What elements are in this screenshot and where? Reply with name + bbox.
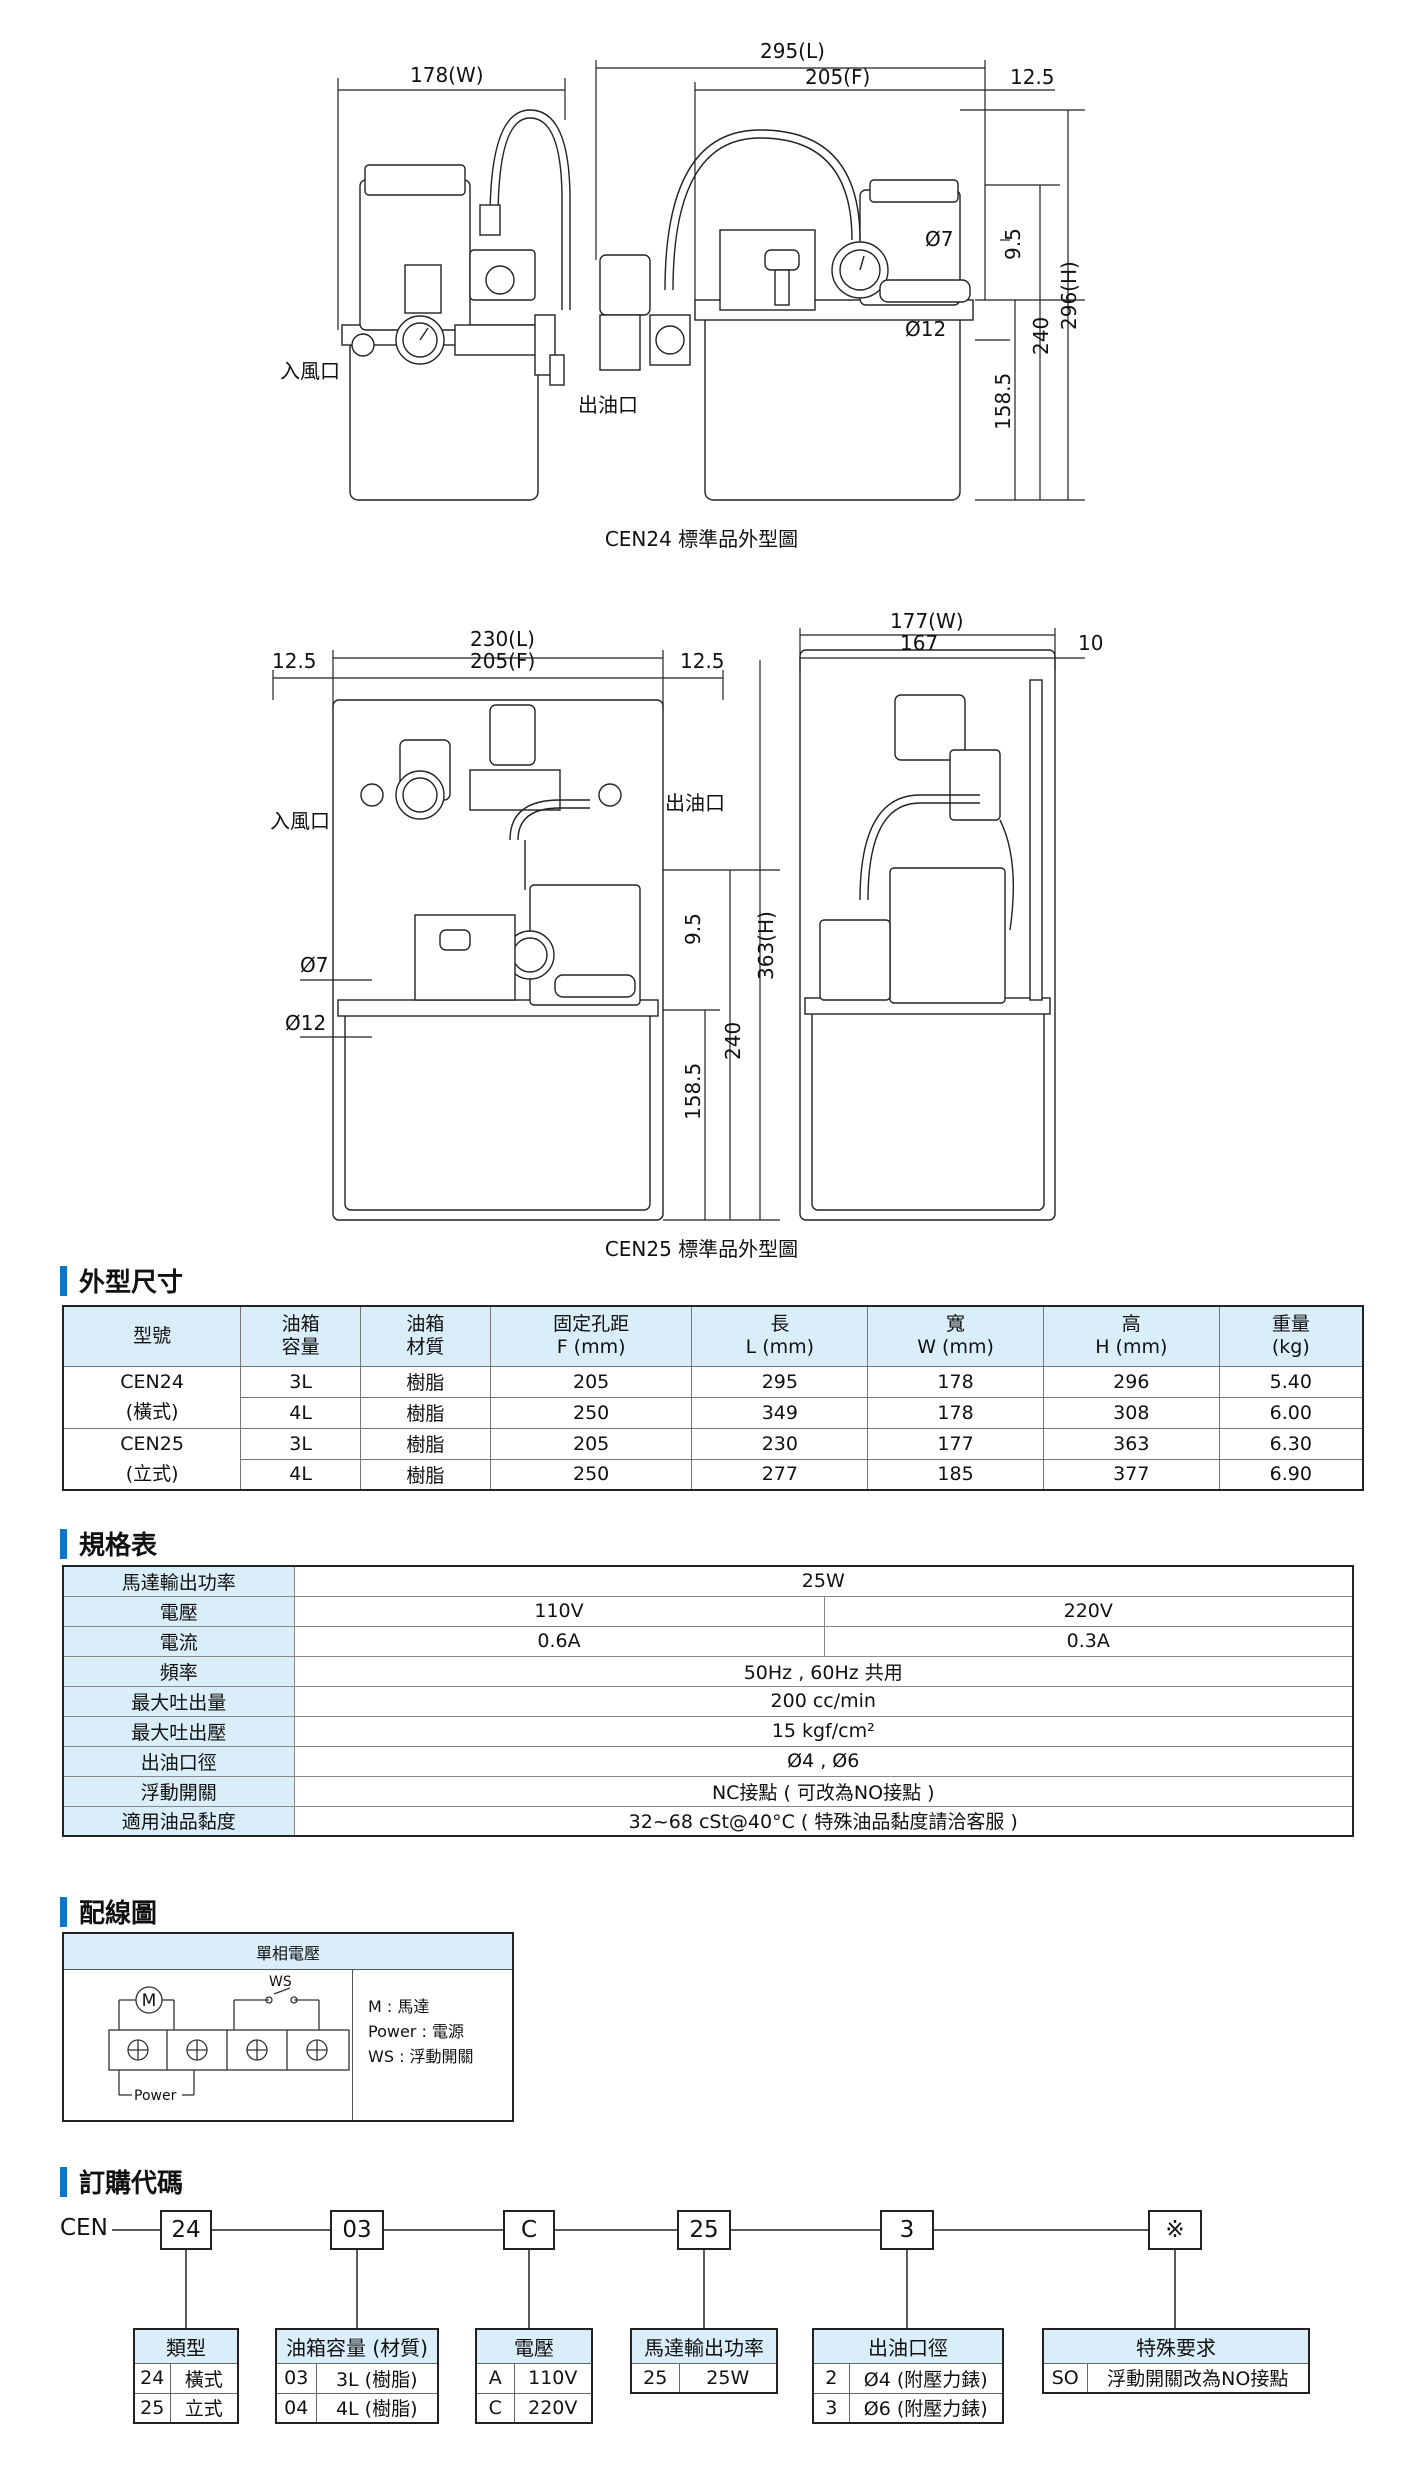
- cen24-inlet-label: 入風口: [280, 359, 340, 383]
- order-code-power: 25: [677, 2210, 731, 2250]
- order-code-tank: 03: [330, 2210, 384, 2250]
- order-prefix: CEN: [60, 2215, 108, 2241]
- cen25-inlet-label: 入風口: [270, 809, 330, 833]
- motor-symbol: M: [142, 1991, 157, 2011]
- cen24-h95-dim: 9.5: [1001, 228, 1025, 260]
- cen24-f-dim: 205(F): [805, 65, 870, 89]
- cen25-h95-dim: 9.5: [681, 913, 705, 945]
- wiring-diagram: 單相電壓 M W: [62, 1932, 514, 2122]
- order-code-port: 3: [880, 2210, 934, 2250]
- power-symbol: Power: [134, 2088, 177, 2104]
- order-section-title: 訂購代碼: [60, 2163, 183, 2200]
- cen24-h158-dim: 158.5: [991, 373, 1015, 430]
- cen25-e1-dim: 12.5: [272, 649, 317, 673]
- wiring-schematic: M WS Power: [108, 1974, 350, 2104]
- cen25-w10-dim: 10: [1078, 631, 1103, 655]
- cen25-d7-dim: Ø7: [300, 953, 328, 977]
- spec-section-title: 規格表: [60, 1525, 157, 1562]
- cen24-h-dim: 296(H): [1057, 261, 1081, 330]
- cen24-caption: CEN24 標準品外型圖: [604, 527, 799, 551]
- cen24-outlet-label: 出油口: [578, 393, 638, 417]
- cen25-w167-dim: 167: [900, 631, 938, 655]
- order-code-special: ※: [1148, 2210, 1202, 2250]
- ws-symbol: WS: [269, 1974, 292, 1990]
- cen25-outlet-label: 出油口: [665, 791, 725, 815]
- cen25-l-dim: 230(L): [470, 627, 535, 651]
- cen25-h158-dim: 158.5: [681, 1063, 705, 1120]
- cen24-e-dim: 12.5: [1010, 65, 1055, 89]
- cen25-w-dim: 177(W): [890, 609, 964, 633]
- cen25-caption: CEN25 標準品外型圖: [604, 1237, 799, 1261]
- cen24-d12-dim: Ø12: [905, 317, 946, 341]
- cen24-h240-dim: 240: [1029, 317, 1053, 355]
- wiring-legend: M : 馬達 Power : 電源 WS : 浮動開關: [368, 1997, 474, 2066]
- header-tank-capacity: 油箱容量: [240, 1305, 362, 1367]
- wiring-title: 單相電壓: [64, 1934, 512, 1970]
- cen25-d12-dim: Ø12: [285, 1011, 326, 1035]
- header-weight: 重量(kg): [1218, 1305, 1364, 1367]
- order-code-voltage: C: [503, 2210, 555, 2250]
- header-tank-material: 油箱材質: [360, 1305, 491, 1367]
- wiring-section-title: 配線圖: [60, 1893, 157, 1930]
- cen24-w-dim: 178(W): [410, 63, 484, 87]
- cen25-drawing: 230(L) 205(F) 12.5 12.5 入風口 出油口 Ø7 Ø12 1…: [270, 609, 1103, 1221]
- cen24-drawing: 178(W) 295(L) 205(F) 12.5 Ø7 Ø12 入風口 出油口…: [280, 39, 1085, 501]
- cen24-l-dim: 295(L): [760, 39, 825, 63]
- dimensions-section-title: 外型尺寸: [60, 1262, 183, 1299]
- cen25-e2-dim: 12.5: [680, 649, 725, 673]
- header-model: 型號: [62, 1305, 242, 1367]
- cen24-d7-dim: Ø7: [925, 227, 953, 251]
- cen25-h240-dim: 240: [721, 1022, 745, 1060]
- cen25-f-dim: 205(F): [470, 649, 535, 673]
- order-code-type: 24: [160, 2210, 212, 2250]
- cen25-h-dim: 363(H): [754, 911, 778, 980]
- order-code-connectors: [112, 2229, 1176, 2328]
